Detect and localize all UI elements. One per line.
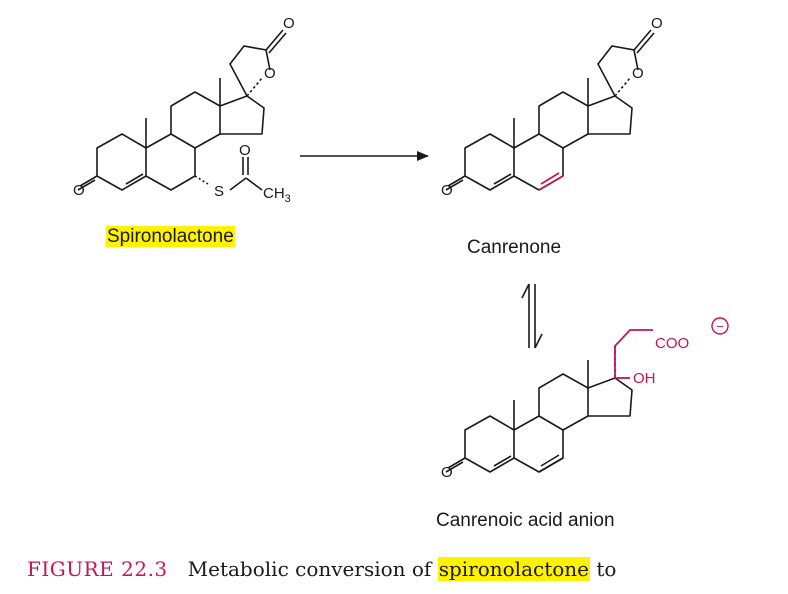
hydroxyl-group: OH <box>633 370 656 387</box>
spironolactone-methyl: CH3 <box>263 185 291 205</box>
canrenone-structure: O O O <box>441 15 663 199</box>
figure-number: FIGURE 22.3 <box>27 557 168 581</box>
canrenoic-ketone-oxygen: O <box>441 464 453 481</box>
canrenone-lactone-ring-oxygen: O <box>632 65 644 82</box>
negative-charge-icon <box>711 317 729 335</box>
canrenoic-acid-anion-label: Canrenoic acid anion <box>436 510 615 531</box>
caption-text: Metabolic conversion of <box>187 557 438 581</box>
spironolactone-label: Spironolactone <box>106 226 235 247</box>
canrenone-ketone-oxygen: O <box>441 182 453 199</box>
negative-charge-sign: − <box>716 319 724 334</box>
spironolactone-lactone-ring-oxygen: O <box>264 65 276 82</box>
spironolactone-thioester-oxygen: O <box>239 142 251 159</box>
caption-highlight: spironolactone <box>437 557 590 581</box>
canrenone-lactone-carbonyl-oxygen: O <box>651 15 663 32</box>
caption-text-end: to <box>590 557 617 581</box>
spironolactone-sulfur: S <box>214 183 224 200</box>
canrenoic-acid-anion-structure: O COO − OH <box>441 317 729 481</box>
spironolactone-lactone-carbonyl-oxygen: O <box>283 15 295 32</box>
carboxylate-group: COO <box>655 335 689 352</box>
spironolactone-structure: O O O O S CH3 <box>73 15 295 205</box>
equilibrium-arrows <box>521 283 543 349</box>
canrenone-label: Canrenone <box>467 237 562 258</box>
spironolactone-ketone-oxygen: O <box>73 182 85 199</box>
figure-caption: FIGURE 22.3 Metabolic conversion of spiro… <box>27 557 616 581</box>
